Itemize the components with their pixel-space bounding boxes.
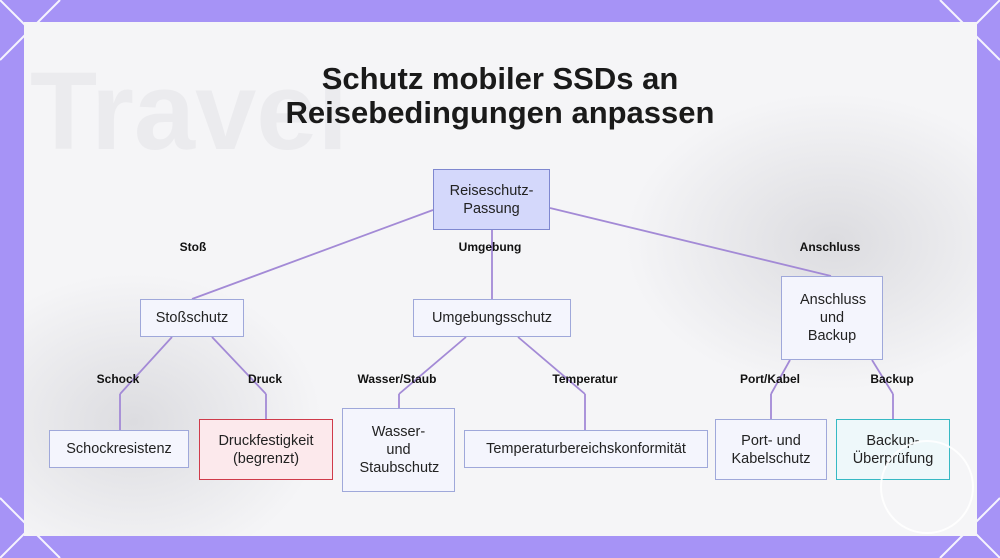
edge-label-shock-res: Schock [96,372,140,386]
edge-env-temp [517,336,586,395]
edge-root-shock [191,209,434,300]
edge-label-backup: Backup [870,372,914,386]
edge-label-pressure: Druck [247,372,283,386]
edge-label-port: Port/Kabel [739,372,801,386]
title-line-1: Schutz mobiler SSDs an [321,61,679,96]
node-pressure-resistance: Druckfestigkeit (begrenzt) [199,419,333,480]
title-line-2: Reisebedingungen anpassen [285,95,715,130]
node-temperature-compliance: Temperaturbereichskonformität [464,430,708,468]
node-port-cable-protection: Port- und Kabelschutz [715,419,827,480]
edge-conn-backup [871,359,894,395]
node-connection-backup: Anschluss und Backup [781,276,883,360]
node-shock-resistance: Schockresistenz [49,430,189,468]
edge-shock-pressure [211,336,267,395]
edge-conn-port [770,359,791,395]
edge-label-conn: Anschluss [799,240,861,254]
edge-label-temp: Temperatur [552,372,618,386]
edge-shock-shockres [119,336,173,395]
background-text: Travel [30,50,349,173]
watermark-circle-icon [880,440,974,534]
node-environment-protection: Umgebungsschutz [413,299,571,337]
edge-env-water [398,336,467,395]
edge-label-water: Wasser/Staub [357,372,437,386]
edge-label-shock: Stoß [179,240,207,254]
edge-label-env: Umgebung [458,240,522,254]
node-root: Reiseschutz-Passung [433,169,550,230]
page-title: Schutz mobiler SSDs an Reisebedingungen … [250,62,750,130]
edge-root-conn [549,207,832,277]
node-shock-protection: Stoßschutz [140,299,244,337]
node-water-dust-protection: Wasser- und Staubschutz [342,408,455,492]
